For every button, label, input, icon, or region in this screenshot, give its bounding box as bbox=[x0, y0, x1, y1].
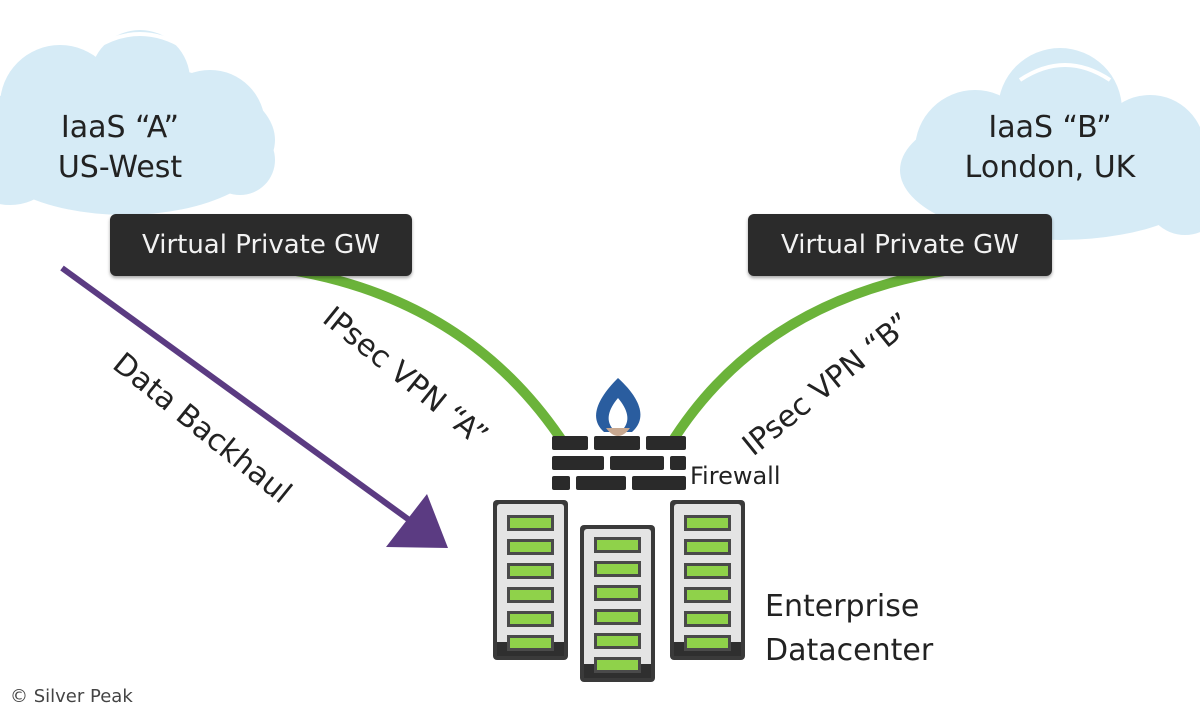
copyright-notice: © Silver Peak bbox=[10, 686, 133, 707]
cloud-b-region: London, UK bbox=[964, 150, 1136, 185]
datacenter-label: Enterprise Datacenter bbox=[765, 585, 933, 673]
server-drive-slot bbox=[594, 609, 641, 625]
server-drive-slot bbox=[684, 611, 731, 627]
server-rack-center bbox=[580, 525, 655, 682]
firewall-icon bbox=[552, 436, 686, 490]
flame-icon bbox=[596, 378, 641, 436]
server-drive-slot bbox=[684, 635, 731, 651]
server-drive-slot bbox=[684, 539, 731, 555]
cloud-a-region: US-West bbox=[57, 150, 183, 185]
server-drive-slot bbox=[507, 563, 554, 579]
server-drive-slot bbox=[594, 585, 641, 601]
cloud-b-shape bbox=[900, 48, 1200, 240]
datacenter-line2: Datacenter bbox=[765, 633, 934, 668]
server-drive-slot bbox=[594, 657, 641, 673]
server-drive-slot bbox=[684, 515, 731, 531]
virtual-private-gw-b: Virtual Private GW bbox=[748, 214, 1052, 276]
server-rack-left bbox=[493, 500, 568, 660]
datacenter-line1: Enterprise bbox=[765, 589, 920, 624]
server-drive-slot bbox=[594, 561, 641, 577]
virtual-private-gw-a: Virtual Private GW bbox=[110, 214, 412, 276]
server-drive-slot bbox=[507, 635, 554, 651]
cloud-b-name: IaaS “B” bbox=[988, 110, 1112, 145]
server-drive-slot bbox=[684, 587, 731, 603]
server-drive-slot bbox=[507, 539, 554, 555]
server-drive-slot bbox=[507, 515, 554, 531]
cloud-a-name: IaaS “A” bbox=[60, 110, 180, 145]
server-drive-slot bbox=[507, 587, 554, 603]
server-rack-right bbox=[670, 500, 745, 660]
vpn-a-line bbox=[285, 265, 570, 450]
server-drive-slot bbox=[684, 563, 731, 579]
server-drive-slot bbox=[594, 633, 641, 649]
cloud-b-label: IaaS “B” London, UK bbox=[940, 108, 1160, 188]
vpn-b-line bbox=[665, 265, 955, 450]
cloud-a-label: IaaS “A” US-West bbox=[20, 108, 220, 188]
server-drive-slot bbox=[594, 537, 641, 553]
server-drive-slot bbox=[507, 611, 554, 627]
data-backhaul-arrow bbox=[60, 265, 448, 548]
firewall-label: Firewall bbox=[690, 462, 781, 490]
cloud-a-shape bbox=[0, 30, 275, 215]
